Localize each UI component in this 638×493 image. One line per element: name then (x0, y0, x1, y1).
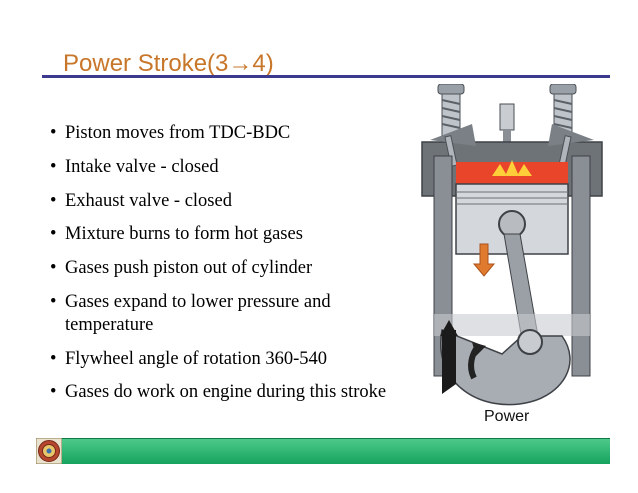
bullet-text: Flywheel angle of rotation 360-540 (65, 348, 328, 369)
bullet-dot: • (50, 224, 57, 245)
bullet-item: • Gases do work on engine during this str… (50, 381, 422, 404)
bullet-text: Piston moves from TDC-BDC (65, 123, 291, 143)
engine-power-stroke-icon (421, 84, 603, 406)
bullet-item: • Gases push piston out of cylinder (50, 257, 422, 280)
bullet-text: Mixture burns to form hot gases (65, 224, 303, 245)
footer-bar (62, 438, 610, 464)
bullet-dot: • (50, 190, 57, 211)
bullet-item: • Mixture burns to form hot gases (50, 223, 422, 246)
bullet-dot: • (50, 123, 57, 143)
bullet-item: • Piston moves from TDC-BDC (50, 122, 422, 145)
bullet-dot: • (50, 156, 57, 177)
figure-caption: Power (484, 408, 530, 425)
bullet-text: Gases expand to lower pressure and tempe… (65, 291, 331, 335)
bullet-text: Intake valve - closed (65, 156, 219, 177)
bullet-item: • Intake valve - closed (50, 156, 422, 179)
bullet-text: Gases do work on engine during this stro… (65, 382, 387, 403)
bullet-item: • Exhaust valve - closed (50, 190, 422, 213)
institution-seal-icon (36, 438, 62, 464)
bullet-dot: • (50, 291, 57, 312)
bullet-item: • Gases expand to lower pressure and temp… (50, 291, 422, 337)
bullet-dot: • (50, 382, 57, 403)
bullet-dot: • (50, 258, 57, 279)
bullet-item: • Flywheel angle of rotation 360-540 (50, 348, 422, 371)
bullet-dot: • (50, 348, 57, 369)
title-underline (42, 75, 610, 78)
bullet-text: Gases push piston out of cylinder (65, 258, 313, 279)
slide-title: Power Stroke(3→4) (63, 50, 274, 77)
bullet-text: Exhaust valve - closed (65, 190, 232, 211)
bullet-list: • Piston moves from TDC-BDC • Intake valve… (50, 122, 422, 415)
